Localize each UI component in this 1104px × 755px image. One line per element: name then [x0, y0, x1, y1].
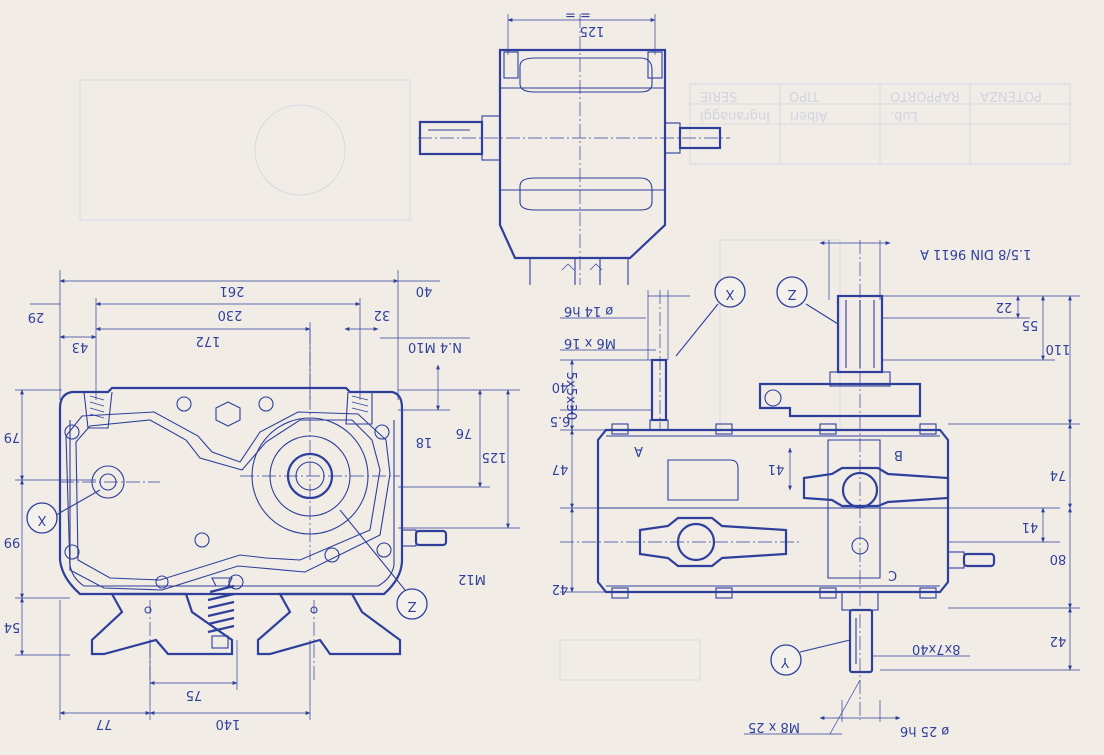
ghost-table-cell: Lub. [890, 108, 918, 123]
ghost-table-cell: RAPPORTO [890, 88, 960, 103]
dim-40: 40 [416, 283, 433, 298]
dim-76: 76 [456, 425, 473, 440]
spline-110: 110 [1046, 341, 1071, 356]
callout-x-side: X [726, 286, 735, 301]
dim-77: 77 [96, 716, 113, 731]
dim-42-right: 42 [1050, 633, 1067, 648]
dim-40-side: 40 [552, 379, 569, 394]
callout-x-front: X [38, 512, 47, 527]
dim-75: 75 [186, 687, 203, 702]
side-view: 1.5/8 DIN 9611 A 22 55 110 [550, 240, 1080, 738]
dim-261: 261 [220, 283, 245, 298]
front-view: 261 230 172 43 29 32 40 N.4 M10 18 76 12… [4, 270, 520, 731]
label-a: A [634, 443, 643, 458]
top-view: 125 = = [418, 7, 730, 285]
shaft-dia-25: ø 25 h6 [900, 723, 949, 738]
ghost-table-cell: TIPO [789, 88, 820, 103]
bolt-holes [64, 396, 392, 590]
dim-80-right: 80 [1050, 551, 1067, 566]
dim-125: 125 [482, 449, 507, 464]
spline-22: 22 [996, 299, 1013, 314]
side-lugs [611, 423, 937, 599]
dim-54: 54 [4, 619, 21, 634]
callout-z-front: Z [408, 598, 417, 613]
dim-41-right: 41 [1022, 519, 1039, 534]
callout-z-side: Z [788, 286, 797, 301]
screw-m8x25: M8 x 25 [748, 719, 800, 734]
drain-thread-m12: M12 [458, 571, 486, 586]
dim-79: 79 [4, 429, 21, 444]
dim-top-125: 125 [580, 23, 605, 38]
spline-spec: 1.5/8 DIN 9611 A [920, 246, 1031, 261]
label-b: B [894, 447, 903, 462]
dim-6-5: 6.5 [550, 413, 571, 428]
dim-32: 32 [374, 307, 391, 322]
ghost-table-cell: SERIE [700, 88, 738, 103]
ghost-table: SERIE TIPO RAPPORTO POTENZA Ingranaggi A… [79, 79, 1071, 681]
ghost-table-cell: Ingranaggi [700, 108, 770, 123]
ghost-table-cell: POTENZA [980, 88, 1042, 103]
dim-230: 230 [218, 307, 243, 322]
label-c: C [888, 567, 897, 582]
dim-43: 43 [72, 339, 89, 354]
dim-47: 47 [552, 461, 569, 476]
shaft-dia-14: ø 14 h6 [564, 303, 613, 318]
dim-172: 172 [196, 333, 221, 348]
dim-74-right: 74 [1050, 467, 1067, 482]
svg-text:= =: = = [565, 7, 591, 22]
callout-y-side: Y [781, 654, 790, 669]
key-8x7x40: 8x7x40 [912, 641, 960, 656]
dim-99: 99 [4, 534, 21, 549]
screw-m6x16: M6 x 16 [564, 335, 616, 350]
thread-spec-n4-m10: N.4 M10 [408, 339, 462, 354]
ghost-table-cell: Alberi [790, 108, 828, 123]
dim-42-left: 42 [552, 581, 569, 596]
spline-55: 55 [1022, 317, 1039, 332]
dim-29: 29 [28, 309, 45, 324]
dim-41-upper: 41 [768, 461, 785, 476]
dim-140: 140 [216, 716, 241, 731]
dim-18: 18 [416, 434, 433, 449]
